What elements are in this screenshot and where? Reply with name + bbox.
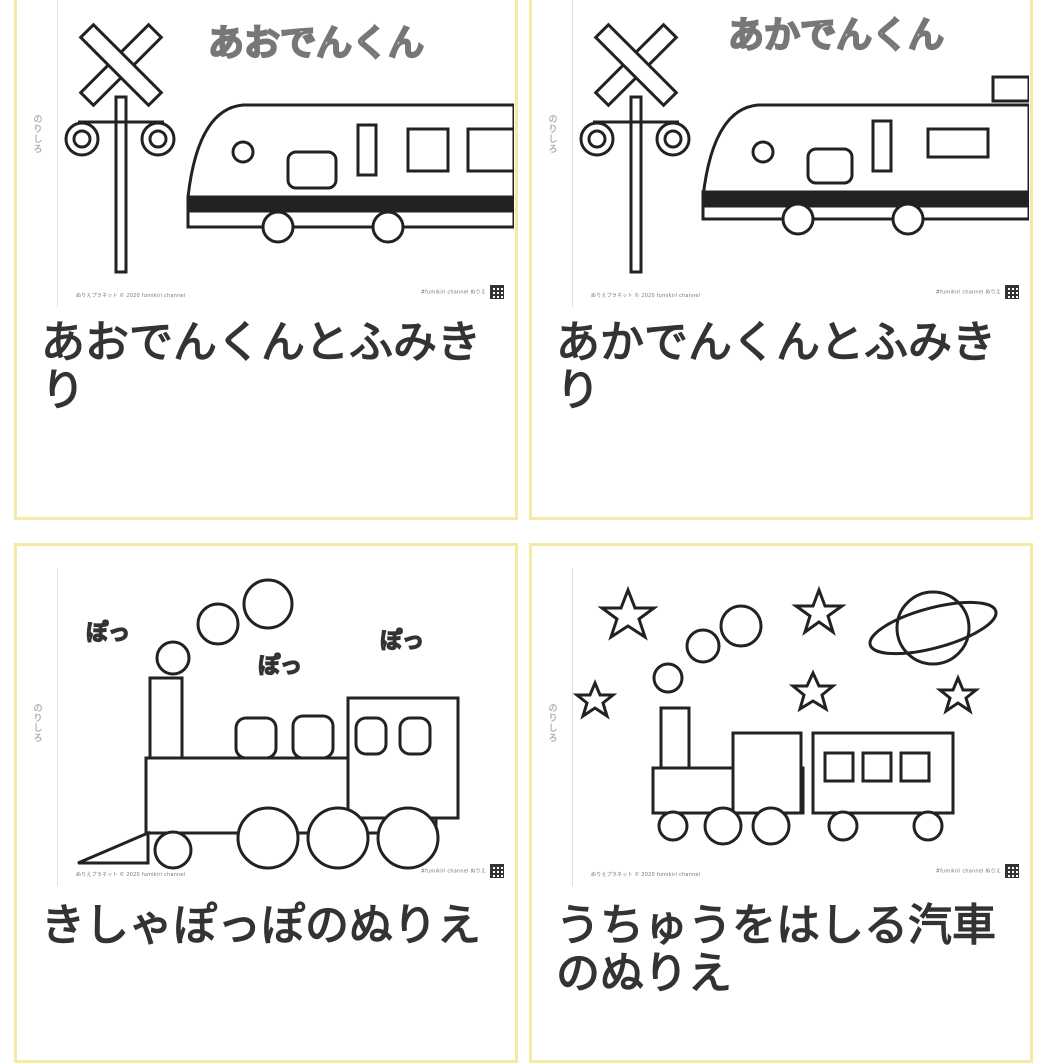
- coloring-card[interactable]: ぽっ ぽっ ぽっ のりしろ ぬりえプラネット © 2020: [14, 543, 518, 1063]
- train-crossing-illustration: あおでんくん: [64, 22, 514, 274]
- footer-credit: ぬりえプラネット © 2020 fumikiri channel: [76, 293, 186, 299]
- card-title[interactable]: きしゃぽっぽのぬりえ: [41, 900, 481, 951]
- footer-tag: #fumikiri channel ぬりえ: [936, 864, 1019, 878]
- smoke-cloud-icon: [652, 604, 763, 694]
- train-icon: [651, 706, 955, 846]
- coloring-thumbnail[interactable]: あかでんくん のりしろ ぬりえプラネット © 2020 fumik: [548, 0, 1029, 307]
- footer-tag-text: #fumikiri channel ぬりえ: [420, 868, 486, 875]
- crossing-sign-icon: [579, 22, 691, 274]
- footer-tag-text: #fumikiri channel ぬりえ: [935, 289, 1001, 296]
- card-title[interactable]: あかでんくんとふみきり: [556, 317, 996, 416]
- footer-credit: ぬりえプラネット © 2020 fumikiri channel: [76, 872, 186, 878]
- coloring-card[interactable]: あかでんくん のりしろ ぬりえプラネット © 2020 fumik: [529, 0, 1033, 520]
- planet-icon: [868, 590, 998, 666]
- puff-word: ぽっ: [86, 620, 130, 646]
- glue-margin-label: のりしろ: [548, 115, 558, 155]
- image-heading: あおでんくん: [208, 23, 424, 64]
- space-train-illustration: [573, 585, 998, 846]
- coloring-thumbnail[interactable]: ぽっ ぽっ ぽっ のりしろ ぬりえプラネット © 2020: [33, 568, 514, 886]
- qr-code-icon: [490, 285, 504, 299]
- glue-margin-label: のりしろ: [33, 704, 43, 744]
- coloring-card[interactable]: のりしろ ぬりえプラネット © 2020 fumikiri channel #f…: [529, 543, 1033, 1063]
- footer-tag-text: #fumikiri channel ぬりえ: [935, 868, 1001, 875]
- qr-code-icon: [490, 864, 504, 878]
- footer-tag: #fumikiri channel ぬりえ: [421, 864, 504, 878]
- qr-code-icon: [1005, 864, 1019, 878]
- train-icon: [186, 103, 514, 244]
- qr-code-icon: [1005, 285, 1019, 299]
- puff-word: ぽっ: [380, 628, 424, 654]
- footer-credit: ぬりえプラネット © 2020 fumikiri channel: [591, 293, 701, 299]
- footer-tag: #fumikiri channel ぬりえ: [421, 285, 504, 299]
- card-title[interactable]: うちゅうをはしる汽車のぬりえ: [556, 900, 996, 999]
- steam-locomotive-illustration: ぽっ ぽっ ぽっ: [77, 578, 460, 870]
- smoke-cloud-icon: [155, 578, 294, 676]
- glue-margin-label: のりしろ: [548, 704, 558, 744]
- star-icon: [573, 585, 981, 720]
- coloring-thumbnail[interactable]: のりしろ ぬりえプラネット © 2020 fumikiri channel #f…: [548, 568, 1029, 886]
- train-crossing-illustration: あかでんくん: [579, 14, 1029, 274]
- image-heading: あかでんくん: [728, 15, 944, 56]
- footer-tag: #fumikiri channel ぬりえ: [936, 285, 1019, 299]
- coloring-thumbnail[interactable]: あおでんくん のりしろ ぬりえプラネッ: [33, 0, 514, 307]
- puff-word: ぽっ: [258, 653, 302, 679]
- footer-credit: ぬりえプラネット © 2020 fumikiri channel: [591, 872, 701, 878]
- locomotive-icon: [77, 676, 460, 870]
- crossing-sign-icon: [64, 22, 176, 274]
- footer-tag-text: #fumikiri channel ぬりえ: [420, 289, 486, 296]
- glue-margin-label: のりしろ: [33, 115, 43, 155]
- train-icon: [701, 75, 1029, 236]
- card-title[interactable]: あおでんくんとふみきり: [41, 317, 481, 416]
- coloring-card[interactable]: あおでんくん のりしろ ぬりえプラネッ: [14, 0, 518, 520]
